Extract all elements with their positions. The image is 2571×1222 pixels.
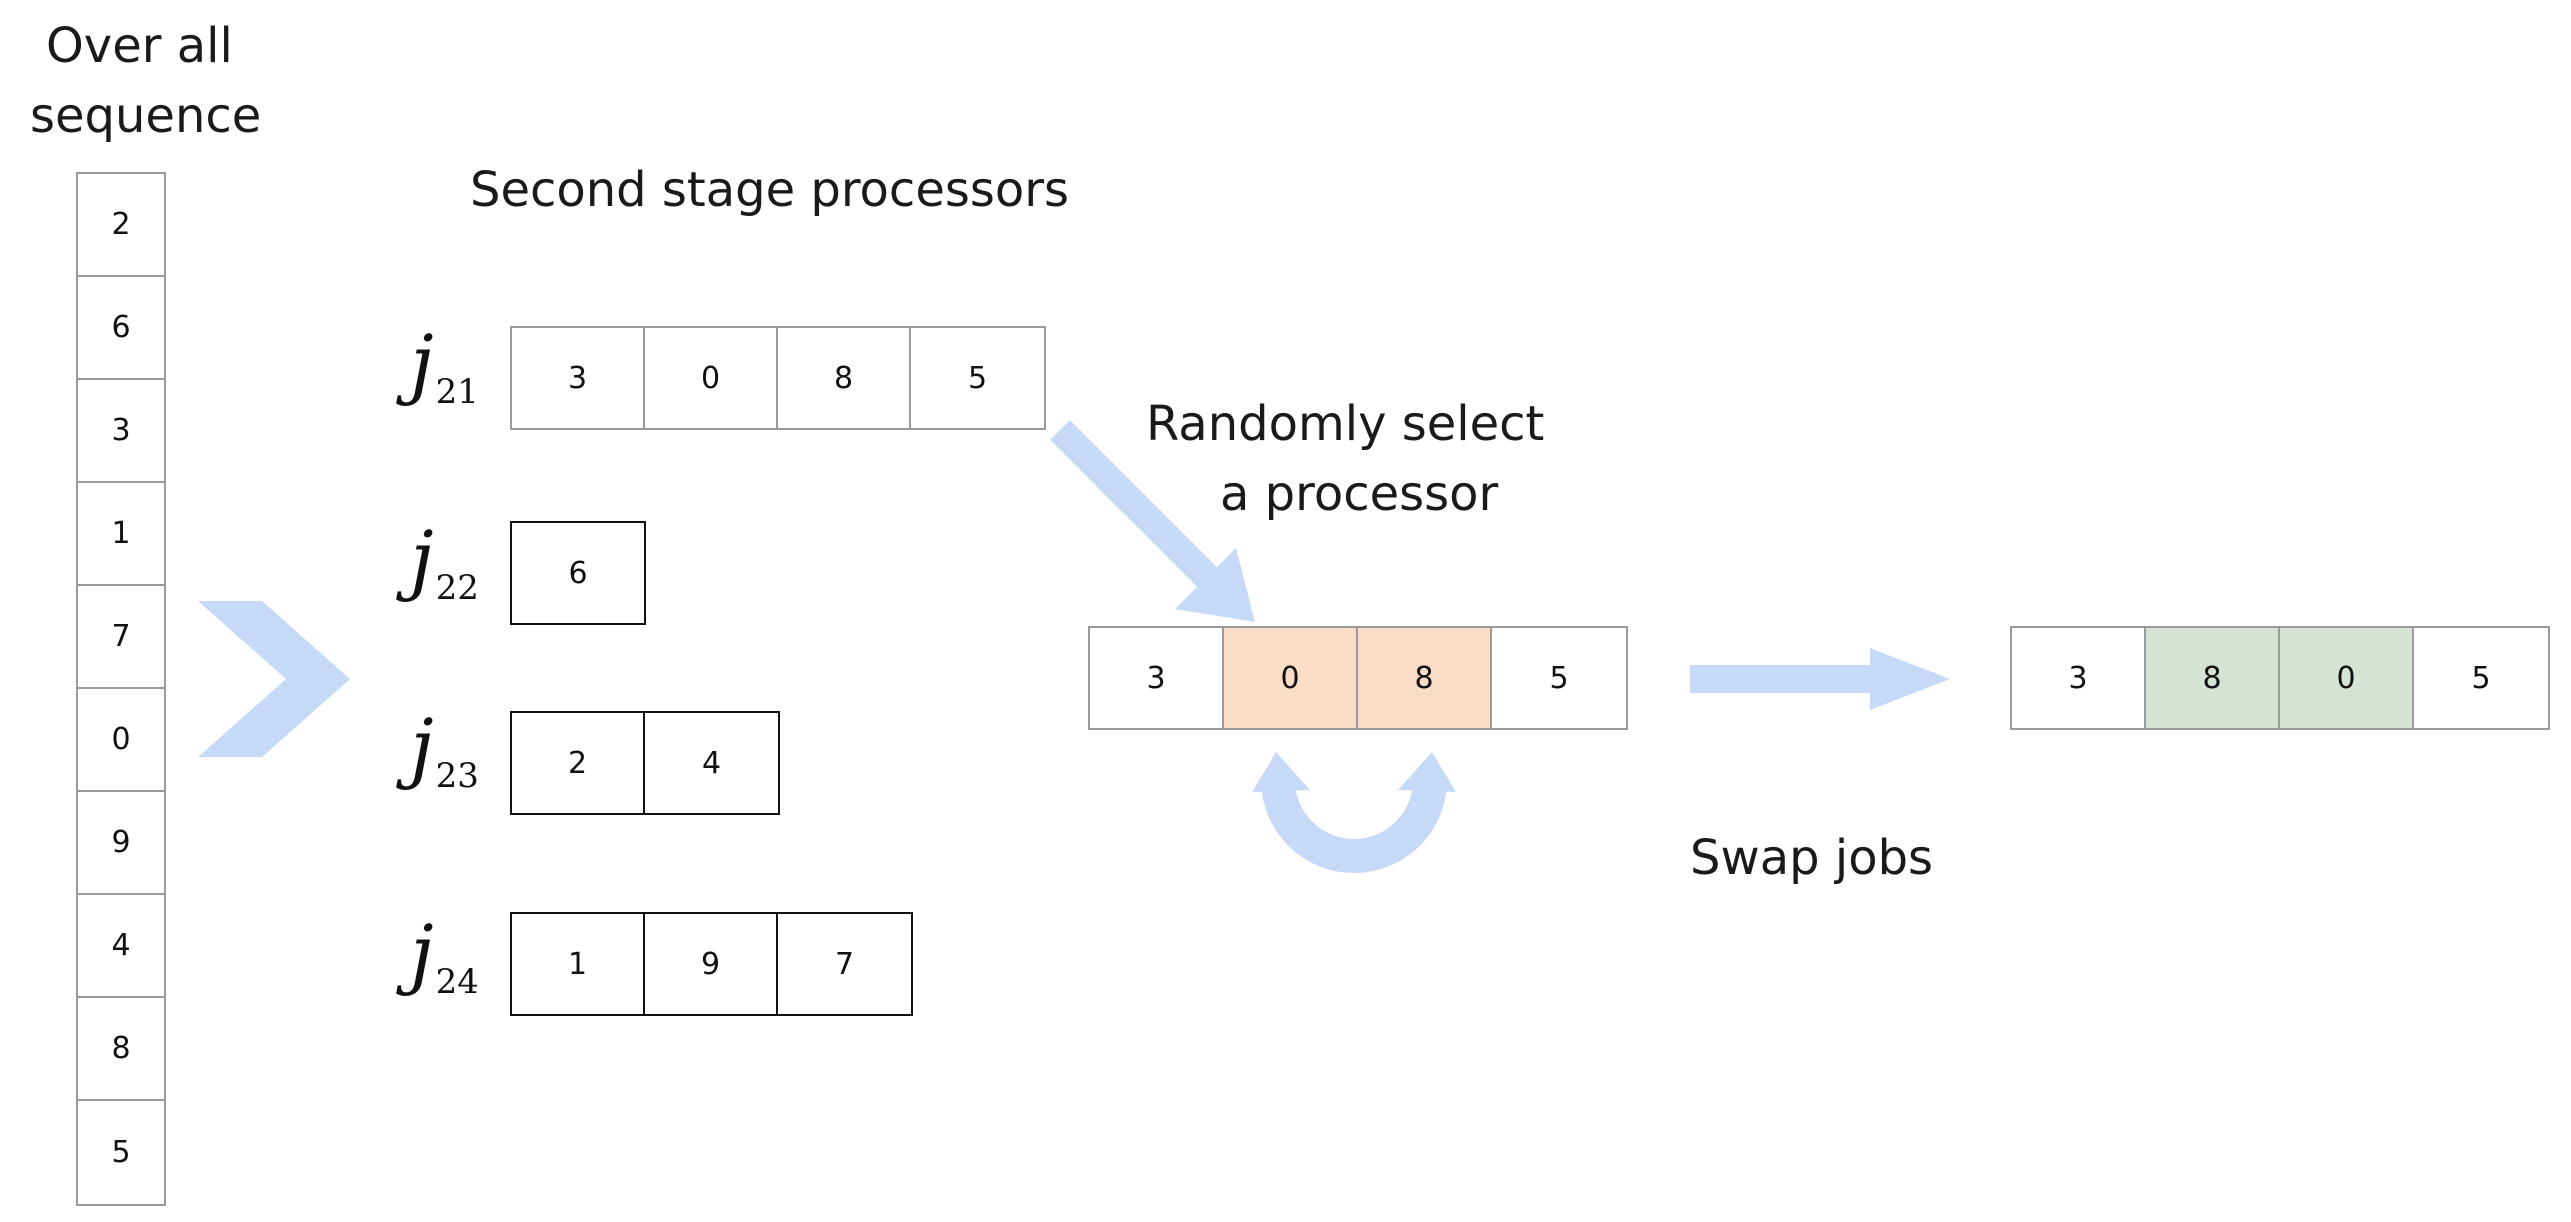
job-cell: 5 [967,360,988,396]
sequence-cell: 9 [78,792,164,895]
swap-circle-icon [1261,779,1447,873]
processor-row-j22: 6 [510,521,646,625]
job-cell-selected: 8 [1358,628,1492,728]
job-cell: 3 [2012,628,2146,728]
sequence-cell: 2 [78,174,164,277]
sequence-cell: 3 [78,380,164,483]
swap-label: Swap jobs [1690,830,1934,886]
diagonal-arrow-shaft [1050,420,1220,590]
sequence-cell: 4 [78,895,164,998]
selected-processor-row: 3 0 8 5 [1088,626,1628,730]
sequence-cell: 6 [78,277,164,380]
overall-sequence-column: 2 6 3 1 7 0 9 4 8 5 [76,172,166,1206]
processor-label-j23: j23 [410,702,479,796]
processor-label-j22: j22 [410,514,479,608]
job-cell: 1 [512,914,645,1014]
job-cell-selected: 0 [1224,628,1358,728]
job-cell: 3 [512,328,645,428]
second-stage-title: Second stage processors [470,162,1069,218]
overall-title-line2: sequence [30,88,262,144]
select-label-line2: a processor [1220,466,1499,522]
sequence-cell: 8 [78,998,164,1101]
swapped-processor-row: 3 8 0 5 [2010,626,2550,730]
job-cell: 4 [701,745,722,781]
right-arrow-shaft [1690,665,1870,693]
job-cell: 8 [778,328,911,428]
processor-row-j23: 2 4 [510,711,780,815]
job-cell: 6 [568,555,588,591]
swap-arrowhead-right [1398,752,1456,792]
job-cell: 0 [645,328,778,428]
job-cell: 5 [2471,660,2491,696]
sequence-cell: 1 [78,483,164,586]
processor-row-j21: 3 0 8 5 [510,326,1046,430]
sequence-cell: 0 [78,689,164,792]
diagonal-arrow-head [1175,548,1255,622]
job-cell: 3 [1090,628,1224,728]
job-cell-swapped: 8 [2146,628,2280,728]
job-cell: 2 [512,713,645,813]
job-cell: 7 [834,946,855,982]
overall-title-line1: Over all [46,18,233,74]
job-cell: 5 [1549,660,1569,696]
chevron-right-icon [198,601,350,757]
select-label-line1: Randomly select [1146,396,1545,452]
processor-label-j21: j21 [410,318,479,412]
sequence-cell: 5 [111,1135,131,1170]
job-cell: 9 [645,914,778,1014]
right-arrow-head [1870,648,1950,710]
swap-arrowhead-left [1252,752,1310,792]
sequence-cell: 7 [78,586,164,689]
job-cell-swapped: 0 [2280,628,2414,728]
processor-row-j24: 1 9 7 [510,912,913,1016]
processor-label-j24: j24 [410,908,479,1002]
